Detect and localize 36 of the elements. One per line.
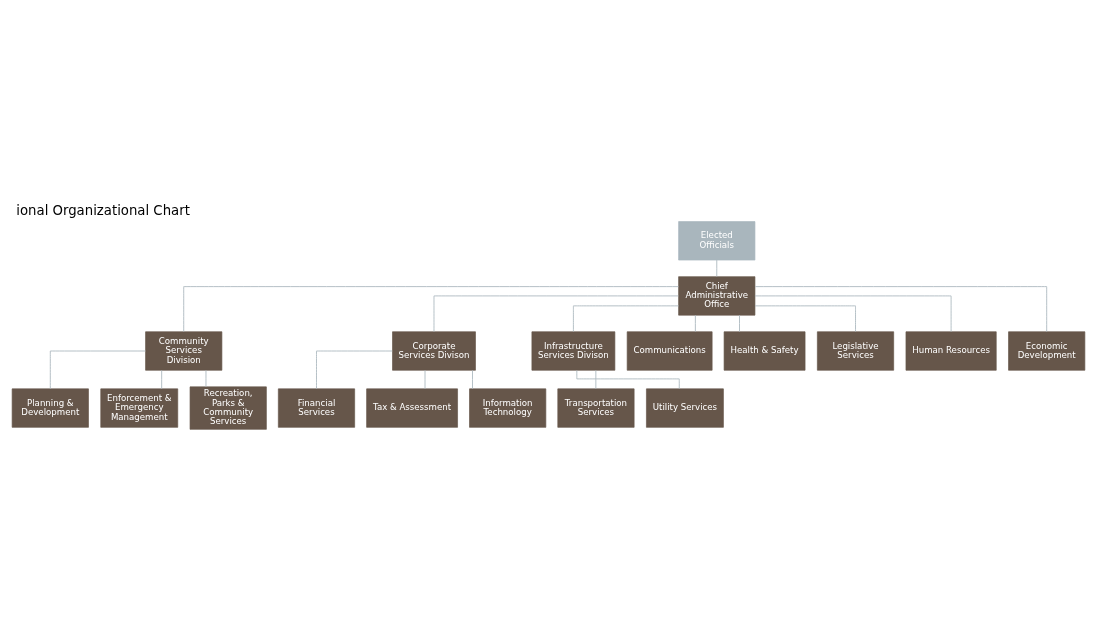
node-box: Elected Officials <box>678 220 756 260</box>
node-box: Utility Services <box>646 388 724 428</box>
node-box: Tax & Assessment <box>366 388 458 428</box>
connector <box>716 259 718 277</box>
connector <box>739 314 740 332</box>
connector <box>205 369 207 387</box>
node-box: Financial Services <box>278 388 355 428</box>
connector <box>595 369 597 389</box>
node-box: Planning & Development <box>11 388 89 428</box>
connector <box>754 285 1048 332</box>
node-box: Human Resources <box>905 330 997 371</box>
node-box: Enforcement & Emergency Management <box>100 388 179 428</box>
connector <box>694 314 696 332</box>
connector <box>572 304 679 332</box>
node-box: Recreation, Parks & Community Services <box>189 386 267 430</box>
connector <box>472 369 473 389</box>
connector <box>424 369 426 389</box>
diagram-title: ional Organizational Chart <box>16 202 190 218</box>
connector <box>161 369 163 389</box>
connector <box>183 285 679 332</box>
connector <box>754 295 952 332</box>
node-box: Legislative Services <box>817 330 895 371</box>
node-box: Infrastructure Services Divison <box>531 330 616 371</box>
node-box: Communications <box>626 330 713 371</box>
node-box: Health & Safety <box>723 330 806 371</box>
node-box: Chief Administrative Office <box>678 275 756 315</box>
connector <box>576 369 680 389</box>
connector <box>754 304 856 332</box>
connector <box>49 350 146 389</box>
node-box: Corporate Services Divison <box>392 330 476 371</box>
node-box: Community Services Division <box>145 330 223 371</box>
node-box: Transportation Services <box>557 388 635 428</box>
node-box: Information Technology <box>469 388 547 428</box>
connector <box>433 295 679 332</box>
connector <box>316 350 393 389</box>
node-box: Economic Development <box>1008 330 1086 371</box>
